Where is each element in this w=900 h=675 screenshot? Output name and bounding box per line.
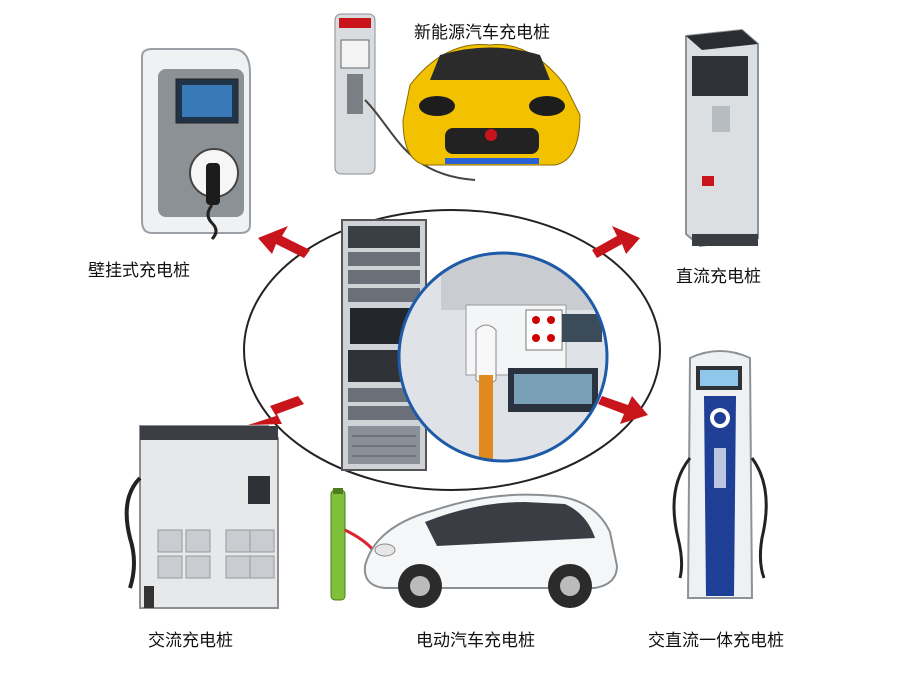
label-wall: 壁挂式充电桩 (88, 261, 190, 281)
wall-charger-icon (141, 48, 251, 241)
arrow-to-ac-icon (248, 396, 304, 425)
electric-car-icon (330, 488, 619, 608)
dc-charger-icon (685, 28, 759, 248)
label-new-energy: 新能源汽车充电桩 (414, 23, 550, 43)
label-acdc: 交直流一体充电桩 (648, 631, 784, 651)
arrow-to-dc-icon (592, 226, 640, 258)
ac-cabinet-icon (124, 425, 279, 609)
label-dc: 直流充电桩 (676, 267, 761, 287)
label-ev: 电动汽车充电桩 (416, 631, 535, 651)
arrow-to-acdc-icon (598, 396, 648, 424)
arrow-to-wall-icon (258, 226, 310, 258)
charge-port-closeup-icon (397, 251, 609, 463)
sports-car-charger-icon (334, 13, 581, 181)
ac-dc-pile-icon (672, 350, 768, 599)
label-ac: 交流充电桩 (148, 631, 233, 651)
